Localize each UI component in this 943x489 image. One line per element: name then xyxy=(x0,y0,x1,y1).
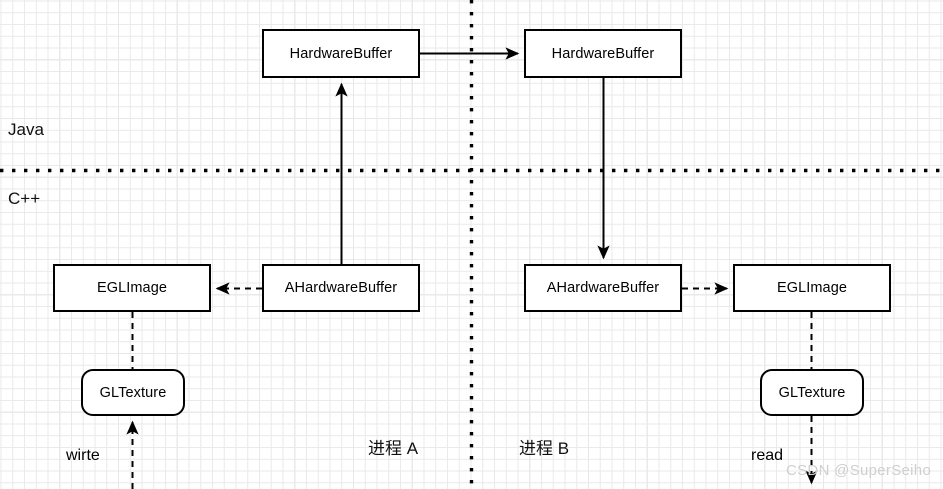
node-hardwarebuffer-process-b[interactable]: HardwareBuffer xyxy=(524,29,682,78)
layer-label-java: Java xyxy=(8,120,44,139)
node-ahardwarebuffer-process-b[interactable]: AHardwareBuffer xyxy=(524,264,682,312)
node-ahardwarebuffer-process-a[interactable]: AHardwareBuffer xyxy=(262,264,420,312)
node-gltexture-process-a[interactable]: GLTexture xyxy=(81,369,185,416)
edge-label-write: wirte xyxy=(66,447,100,464)
node-hardwarebuffer-process-a[interactable]: HardwareBuffer xyxy=(262,29,420,78)
csdn-watermark: CSDN @SuperSeiho xyxy=(786,462,932,479)
process-label-a: 进程 A xyxy=(368,439,419,458)
edge-label-read: read xyxy=(751,447,784,464)
node-eglimage-process-b[interactable]: EGLImage xyxy=(733,264,891,312)
node-gltexture-process-b[interactable]: GLTexture xyxy=(760,369,864,416)
layer-label-cpp: C++ xyxy=(8,189,41,208)
process-label-b: 进程 B xyxy=(519,439,570,458)
node-eglimage-process-a[interactable]: EGLImage xyxy=(53,264,211,312)
